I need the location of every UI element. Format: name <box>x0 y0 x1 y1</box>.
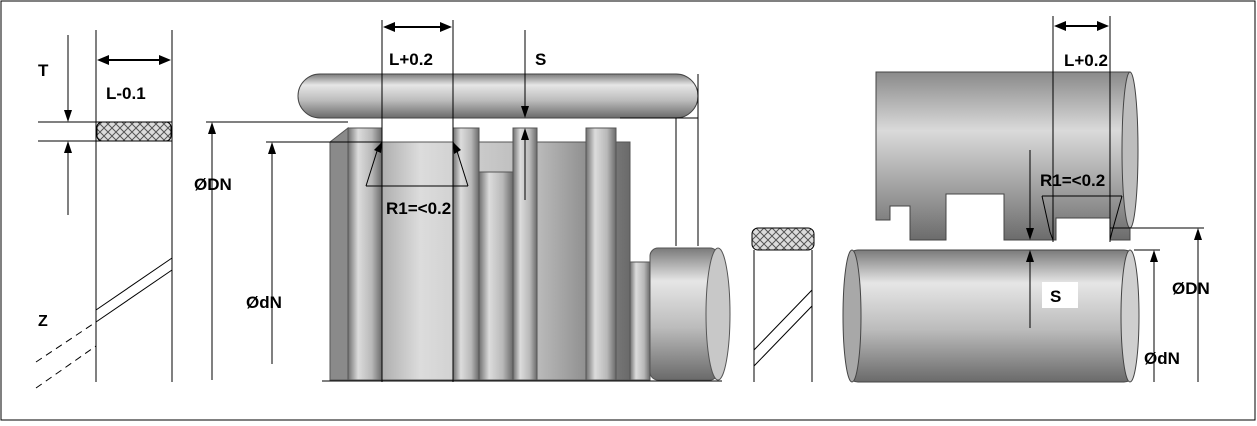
length-label: L-0.1 <box>106 84 146 103</box>
right-clearance-label: S <box>1050 287 1061 306</box>
small-ring-detail <box>751 227 815 382</box>
middle-clearance-label: S <box>535 50 546 69</box>
right-rod <box>847 249 1135 383</box>
middle-assembly: L+0.2 S ØDN ØdN R1=<0.2 <box>194 20 731 382</box>
cut-label: Z <box>38 313 48 330</box>
right-groove-width-label: L+0.2 <box>1064 51 1108 70</box>
small-ring-section <box>751 227 815 251</box>
thickness-label: T <box>38 61 49 80</box>
middle-rod <box>297 73 699 119</box>
left-ring-detail: T L-0.1 Z <box>35 30 173 389</box>
middle-outer-diameter-label: ØDN <box>194 175 232 194</box>
middle-radius-label: R1=<0.2 <box>386 199 451 218</box>
right-radius-label: R1=<0.2 <box>1040 171 1105 190</box>
left-ring-section <box>96 121 172 142</box>
middle-inner-diameter-label: ØdN <box>246 293 282 312</box>
right-outer-diameter-label: ØDN <box>1172 279 1210 298</box>
right-housing <box>875 71 1131 241</box>
right-assembly: L+0.2 R1=<0.2 S ØDN ØdN <box>842 16 1210 383</box>
right-inner-diameter-label: ØdN <box>1144 349 1180 368</box>
middle-groove-width-label: L+0.2 <box>389 50 433 69</box>
